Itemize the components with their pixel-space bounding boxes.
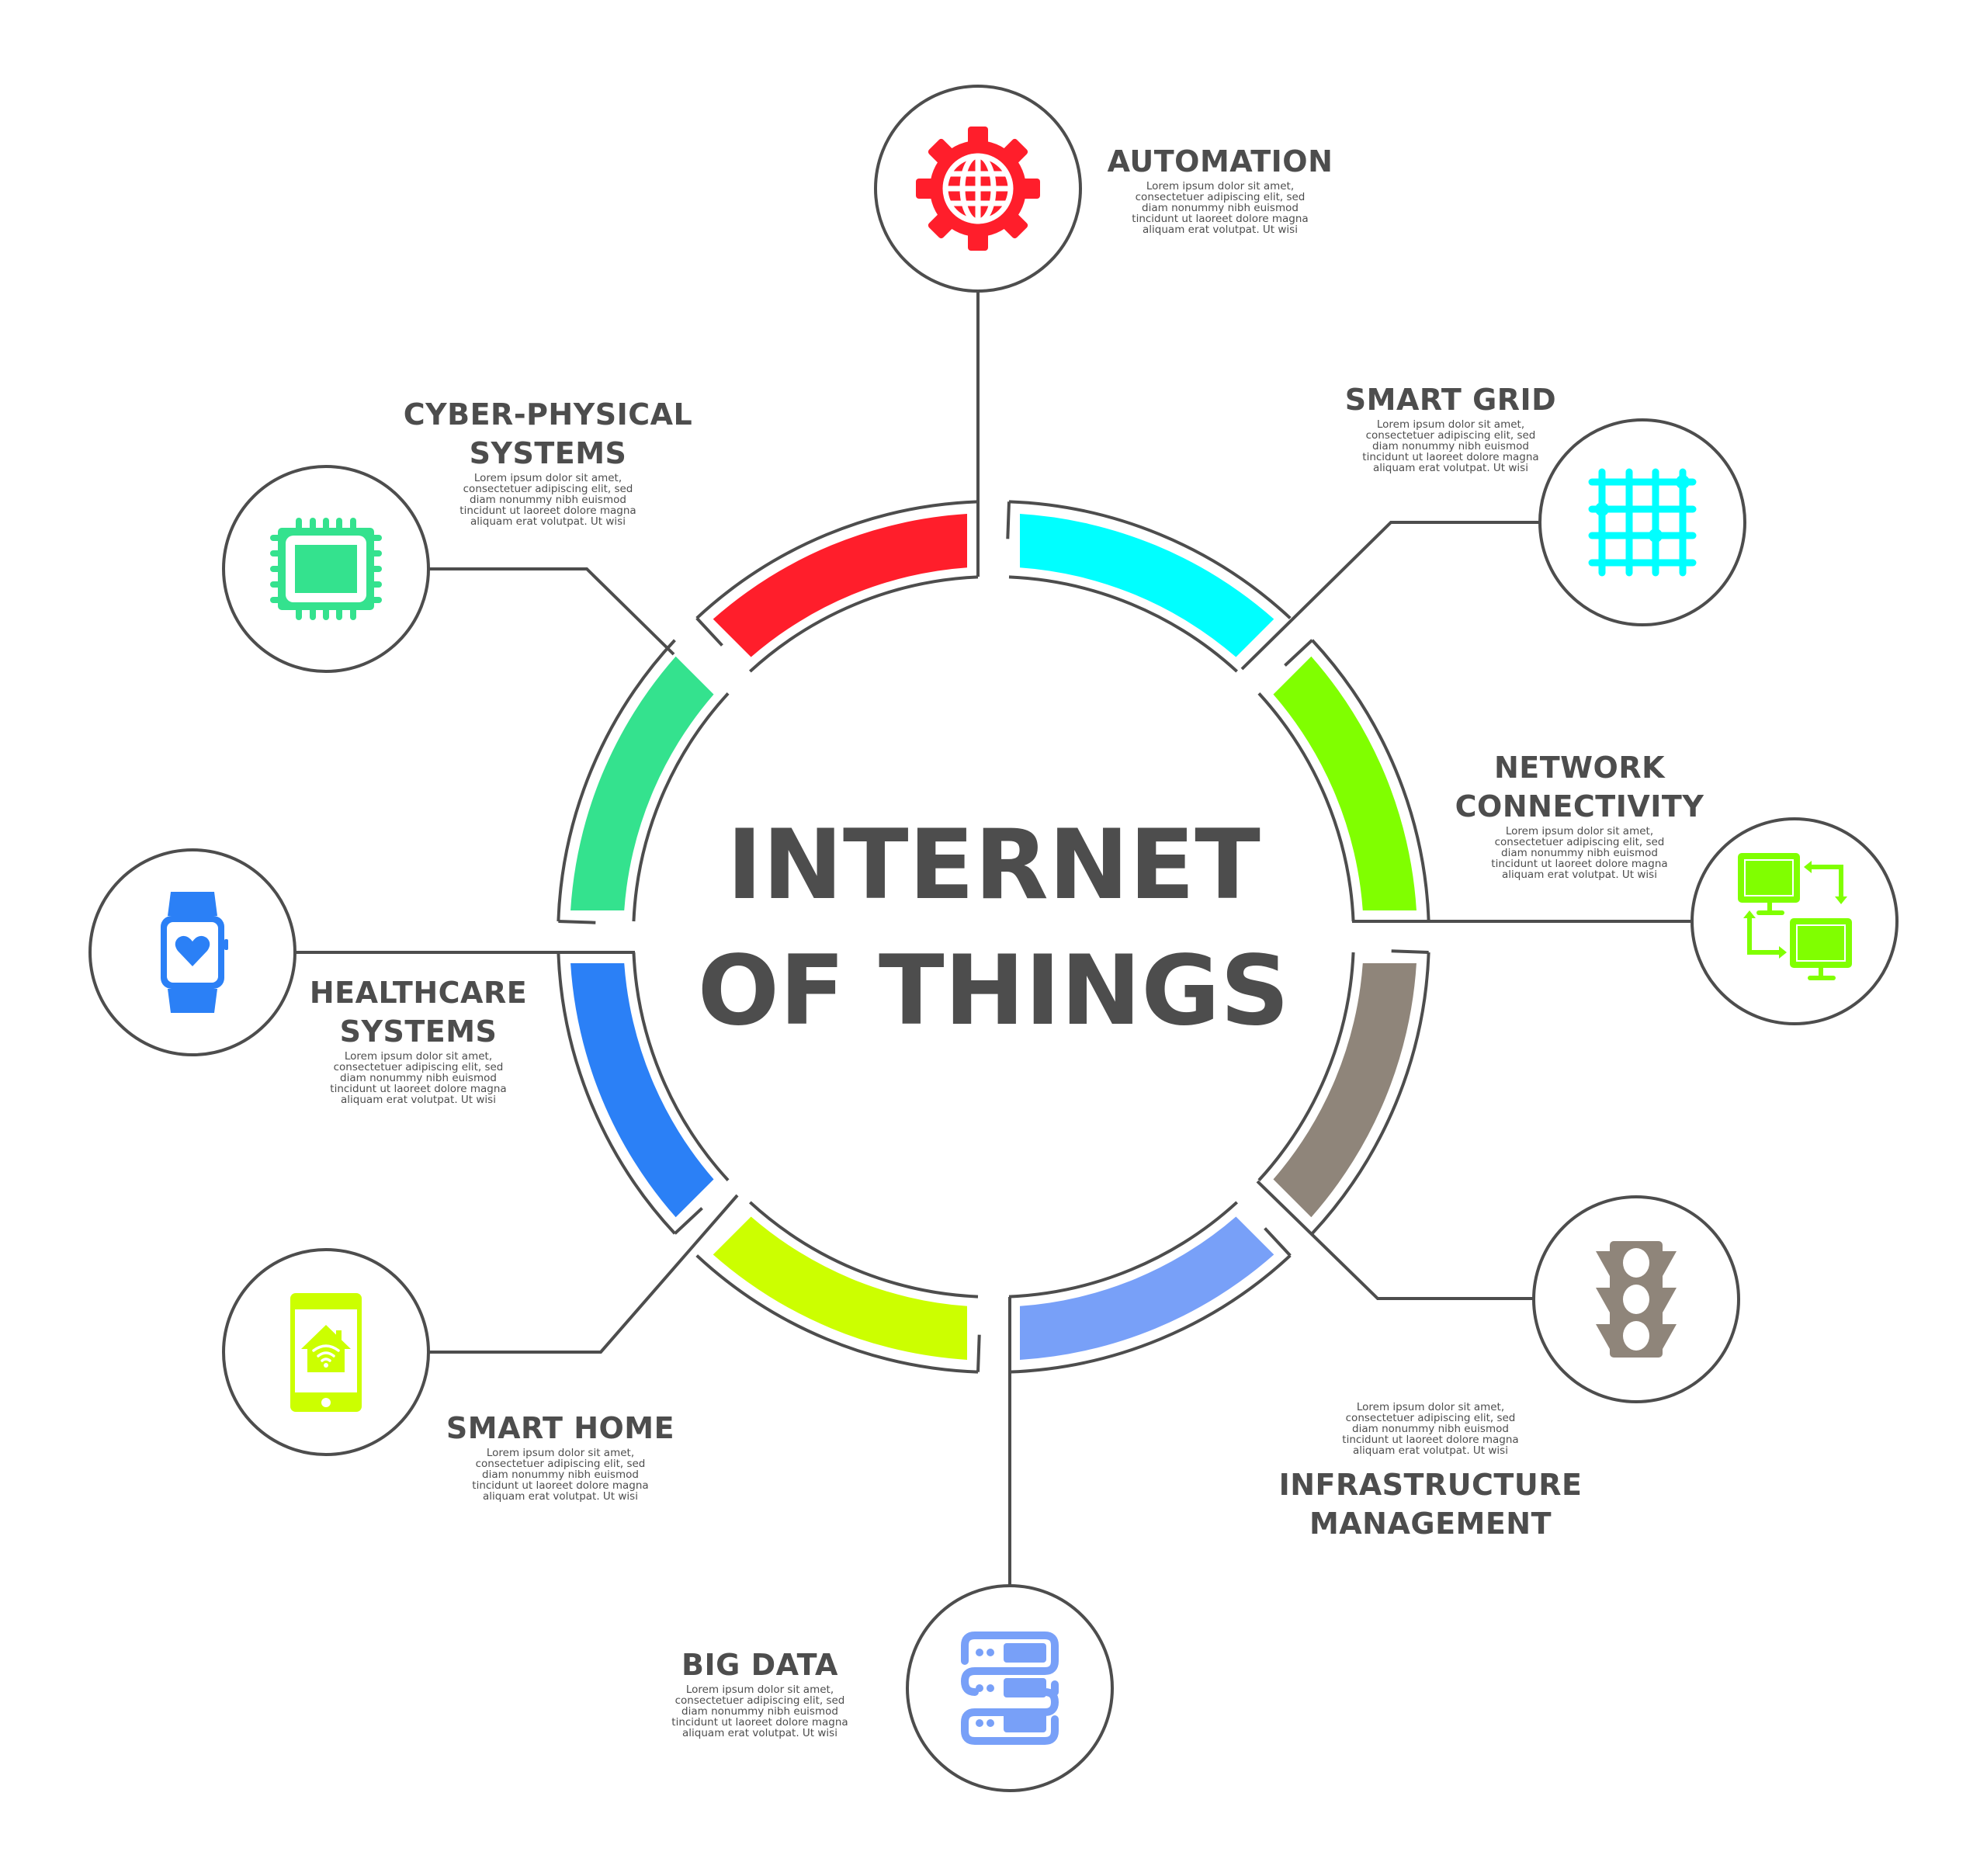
connector-infrastructure-management [1256, 1180, 1534, 1300]
outline-inner-network-connectivity [1257, 692, 1355, 922]
body-automation: Lorem ipsum dolor sit amet,consectetuer … [1132, 180, 1309, 236]
label-cyber-physical-systems: CYBER-PHYSICAL SYSTEMS Lorem ipsum dolor… [404, 395, 693, 527]
segment-automation[interactable] [713, 514, 967, 657]
outline-outer-cyber-physical-systems [557, 639, 676, 922]
connector-smart-grid [1240, 521, 1539, 671]
title-cyber-physical-systems-2: SYSTEMS [469, 436, 627, 470]
label-healthcare-systems: HEALTHCARE SYSTEMS Lorem ipsum dolor sit… [310, 973, 527, 1105]
outline-inner-smart-home [748, 1201, 979, 1299]
body-network-connectivity: Lorem ipsum dolor sit amet,consectetuer … [1491, 825, 1668, 881]
body-healthcare-systems: Lorem ipsum dolor sit amet,consectetuer … [330, 1050, 507, 1106]
title-infrastructure-management-1: INFRASTRUCTURE [1278, 1468, 1583, 1502]
center-title-line-2: OF THINGS [697, 935, 1290, 1047]
label-infrastructure-management: Lorem ipsum dolor sit amet,consectetuer … [1279, 1402, 1583, 1543]
outline-edge-big-data [1264, 1227, 1292, 1257]
outline-outer-big-data [1008, 1254, 1292, 1374]
gear-globe-icon [916, 127, 1040, 251]
title-smart-home: SMART HOME [446, 1411, 675, 1445]
outline-edge-automation [695, 617, 723, 647]
body-smart-grid: Lorem ipsum dolor sit amet,consectetuer … [1362, 418, 1539, 474]
network-computers-icon [1738, 853, 1852, 980]
outline-inner-big-data [1008, 1201, 1239, 1299]
outline-outer-network-connectivity [1311, 639, 1430, 922]
title-automation: AUTOMATION [1107, 144, 1333, 179]
node-smart-grid[interactable] [1538, 418, 1746, 626]
body-infrastructure-management: Lorem ipsum dolor sit amet,consectetuer … [1342, 1401, 1519, 1457]
title-cyber-physical-systems-1: CYBER-PHYSICAL [403, 397, 693, 432]
center-title-line-1: INTERNET [726, 810, 1261, 921]
ring-outlines [557, 500, 1430, 1374]
segment-network-connectivity[interactable] [1273, 656, 1417, 910]
outline-inner-healthcare-systems [632, 952, 730, 1182]
node-big-data[interactable] [906, 1584, 1114, 1792]
label-network-connectivity: NETWORK CONNECTIVITY Lorem ipsum dolor s… [1455, 748, 1704, 880]
smartphone-home-wifi-icon [290, 1293, 362, 1412]
node-automation[interactable] [874, 85, 1082, 293]
segment-cyber-physical-systems[interactable] [570, 656, 714, 910]
grid-icon [1588, 468, 1697, 577]
segment-healthcare-systems[interactable] [570, 963, 714, 1218]
outline-edge-infrastructure-management [1391, 949, 1429, 954]
outline-inner-automation [748, 575, 979, 673]
label-smart-grid: SMART GRID Lorem ipsum dolor sit amet,co… [1345, 380, 1556, 473]
segment-big-data[interactable] [1020, 1216, 1274, 1360]
outline-outer-infrastructure-management [1311, 952, 1430, 1235]
title-big-data: BIG DATA [681, 1648, 838, 1682]
outline-edge-healthcare-systems [674, 1207, 703, 1235]
body-big-data: Lorem ipsum dolor sit amet,consectetuer … [671, 1684, 848, 1739]
node-smart-home[interactable] [222, 1248, 430, 1456]
outline-outer-smart-grid [1008, 500, 1292, 619]
segment-smart-grid[interactable] [1020, 514, 1274, 657]
node-infrastructure-management[interactable] [1532, 1195, 1740, 1403]
outline-inner-smart-grid [1008, 575, 1239, 673]
connector-lines [295, 291, 1692, 1586]
outline-inner-cyber-physical-systems [632, 692, 730, 922]
title-healthcare-systems-2: SYSTEMS [339, 1014, 498, 1049]
segment-smart-home[interactable] [713, 1216, 967, 1360]
body-smart-home: Lorem ipsum dolor sit amet,consectetuer … [472, 1447, 649, 1503]
traffic-light-icon [1596, 1241, 1677, 1358]
title-smart-grid: SMART GRID [1344, 383, 1557, 417]
title-network-connectivity-2: CONNECTIVITY [1455, 789, 1704, 824]
node-healthcare-systems[interactable] [88, 848, 296, 1056]
body-cyber-physical-systems: Lorem ipsum dolor sit amet,consectetuer … [459, 472, 636, 528]
outline-outer-healthcare-systems [557, 952, 676, 1235]
outline-outer-smart-home [695, 1254, 979, 1374]
server-stack-icon [960, 1632, 1059, 1745]
segment-infrastructure-management[interactable] [1273, 963, 1417, 1218]
label-smart-home: SMART HOME Lorem ipsum dolor sit amet,co… [446, 1409, 674, 1502]
connector-cyber-physical-systems [428, 567, 675, 656]
node-network-connectivity[interactable] [1691, 817, 1899, 1025]
outline-edge-smart-home [976, 1334, 981, 1372]
label-big-data: BIG DATA Lorem ipsum dolor sit amet,cons… [671, 1645, 848, 1739]
node-cyber-physical-systems[interactable] [222, 465, 430, 673]
label-automation: AUTOMATION Lorem ipsum dolor sit amet,co… [1108, 142, 1333, 235]
outline-edge-smart-grid [1006, 501, 1011, 539]
connector-smart-home [428, 1194, 739, 1354]
ring-segments [570, 514, 1417, 1360]
smartwatch-heart-icon [161, 892, 228, 1013]
title-network-connectivity-1: NETWORK [1493, 751, 1666, 785]
outline-edge-network-connectivity [1284, 639, 1313, 667]
outline-edge-cyber-physical-systems [558, 920, 596, 924]
chip-icon [270, 518, 382, 620]
outline-inner-infrastructure-management [1257, 952, 1355, 1182]
outline-outer-automation [695, 500, 979, 619]
title-infrastructure-management-2: MANAGEMENT [1309, 1507, 1552, 1541]
title-healthcare-systems-1: HEALTHCARE [309, 976, 528, 1010]
